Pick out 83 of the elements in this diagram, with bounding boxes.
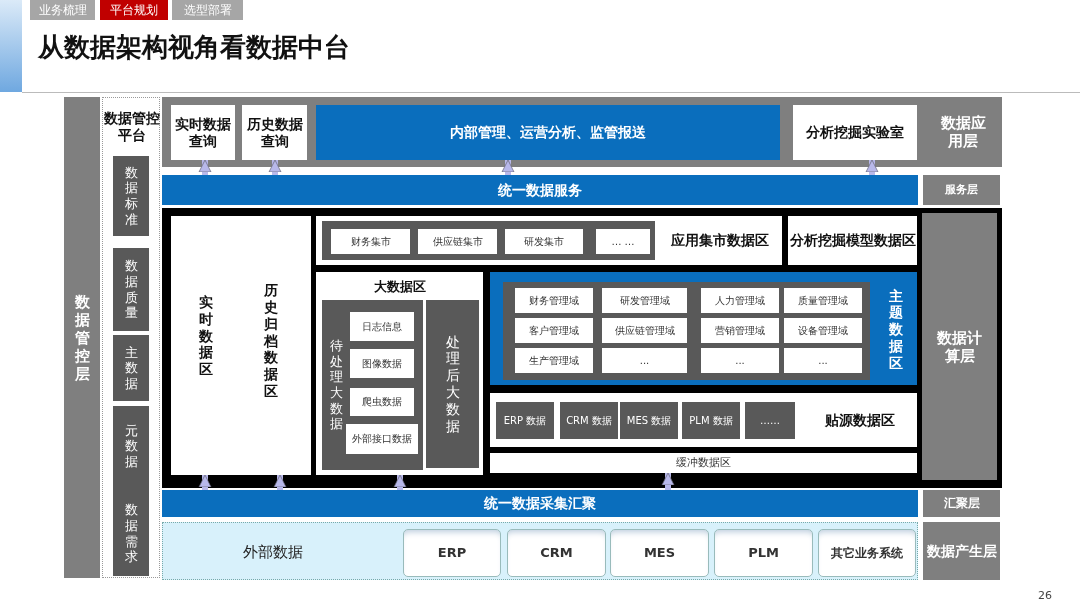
- zone-label: 应用集市数据区: [670, 231, 770, 251]
- domain-box: 质量管理域: [784, 288, 862, 313]
- zone-label: 数据需求: [123, 501, 139, 567]
- zone-box: [490, 393, 917, 447]
- storage-zone: [171, 216, 311, 475]
- governance-box: [113, 406, 149, 576]
- tab: 平台规划: [100, 0, 168, 20]
- system-box: PLM: [714, 529, 813, 577]
- system-box: 其它业务系统: [818, 529, 916, 577]
- page-number: 26: [1037, 588, 1053, 604]
- arrow: [268, 159, 282, 175]
- layer-label: 数据管控层: [64, 97, 100, 578]
- zone-label: 外部数据: [242, 542, 304, 563]
- arrow: [198, 474, 212, 490]
- governance-box: 数据标准: [113, 156, 149, 236]
- zone-label: 数据计算层: [922, 213, 997, 480]
- tab: 选型部署: [172, 0, 243, 20]
- zone-box: 分析挖掘模型数据区: [788, 216, 917, 265]
- source-data-box: ERP 数据: [496, 402, 554, 439]
- data-box: 图像数据: [350, 349, 414, 378]
- domain-box: ...: [784, 348, 862, 373]
- arrow: [501, 159, 515, 175]
- arrow: [273, 474, 287, 490]
- source-band: [162, 522, 918, 580]
- governance-box: 数据质量: [113, 248, 149, 331]
- domain-box: 研发管理域: [602, 288, 687, 313]
- domain-box: 供应链管理域: [602, 318, 687, 343]
- data-box: 爬虫数据: [350, 388, 414, 416]
- application-bar: 内部管理、运营分析、监管报送: [316, 105, 780, 160]
- mart-box: 研发集市: [505, 229, 583, 254]
- system-box: ERP: [403, 529, 501, 577]
- source-data-box: CRM 数据: [560, 402, 618, 439]
- processed-data-panel: 处理后大数据: [426, 300, 479, 468]
- mart-box: … …: [596, 229, 650, 254]
- buffer-zone: 缓冲数据区: [490, 453, 917, 473]
- raw-data-panel: [322, 300, 423, 470]
- layer-label: 汇聚层: [923, 490, 1000, 517]
- layer-label: 服务层: [923, 175, 1000, 205]
- service-bar: 统一数据服务: [162, 175, 918, 205]
- domain-box: ...: [701, 348, 779, 373]
- layer-label: 数据产生层: [923, 522, 1000, 580]
- zone-label: 待处理大数据: [328, 337, 344, 434]
- arrow: [198, 159, 212, 175]
- zone-label: 主题数据区: [888, 286, 904, 373]
- mart-box: 供应链集市: [418, 229, 497, 254]
- domain-box: ...: [602, 348, 687, 373]
- zone-box: [316, 216, 782, 265]
- domain-box: 生产管理域: [515, 348, 593, 373]
- system-box: CRM: [507, 529, 606, 577]
- domain-box: 财务管理域: [515, 288, 593, 313]
- tab: 业务梳理: [30, 0, 95, 20]
- domain-box: 设备管理域: [784, 318, 862, 343]
- slide-title: 从数据架构视角看数据中台: [38, 31, 350, 64]
- layer-band: [162, 97, 1002, 167]
- zone-label: 实时数据区: [198, 293, 214, 380]
- zone-label: 数据应用层: [939, 113, 987, 152]
- collection-bar: 统一数据采集汇聚: [162, 490, 918, 517]
- zone-label: 大数据区: [372, 278, 427, 297]
- mart-box: 财务集市: [331, 229, 410, 254]
- source-data-box: MES 数据: [620, 402, 678, 439]
- platform-panel: [102, 97, 160, 578]
- domain-box: 营销管理域: [701, 318, 779, 343]
- zone-label: 元数据: [123, 421, 139, 471]
- governance-box: 主数据: [113, 335, 149, 401]
- arrow: [393, 474, 407, 490]
- arrow: [661, 472, 675, 490]
- query-box: 历史数据查询: [242, 105, 307, 160]
- source-data-box: ……: [745, 402, 795, 439]
- zone-box: [316, 272, 483, 475]
- lab-box: 分析挖掘实验室: [793, 105, 917, 160]
- subject-zone: [490, 272, 917, 385]
- zone-label: 数据管控平台: [103, 109, 161, 145]
- source-data-box: PLM 数据: [682, 402, 740, 439]
- arrow: [865, 159, 879, 175]
- zone-label: 贴源数据区: [824, 410, 896, 430]
- zone-label: 历史归档数据区: [263, 281, 279, 401]
- query-box: 实时数据查询: [171, 105, 235, 160]
- data-box: 日志信息: [350, 312, 414, 341]
- system-box: MES: [610, 529, 709, 577]
- domain-box: 客户管理域: [515, 318, 593, 343]
- data-box: 外部接口数据: [346, 424, 418, 454]
- compute-frame: [162, 208, 1002, 488]
- domain-box: 人力管理域: [701, 288, 779, 313]
